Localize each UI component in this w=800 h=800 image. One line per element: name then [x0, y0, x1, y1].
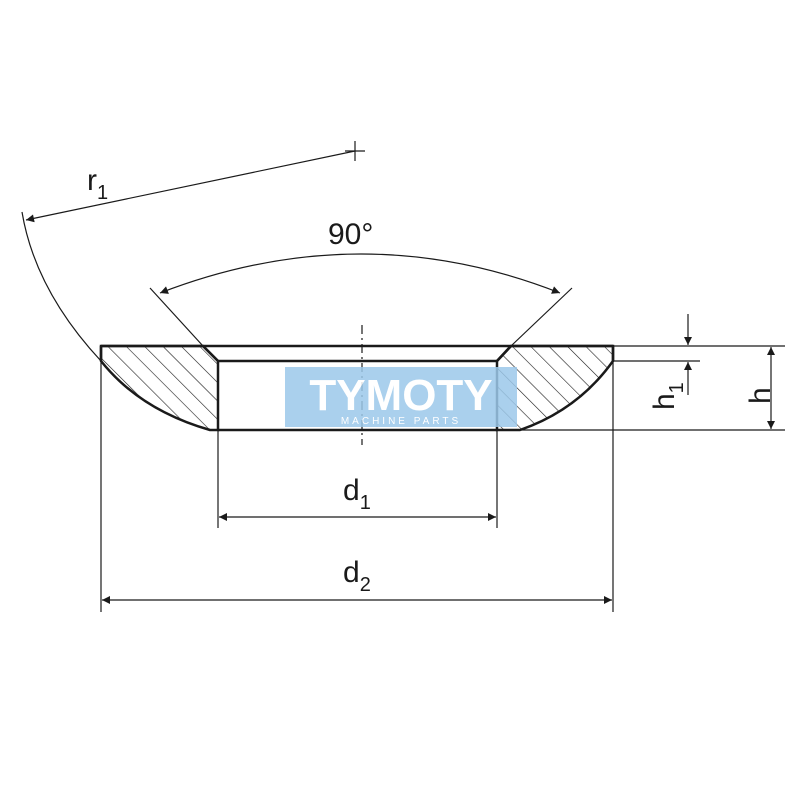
radius-label-sub: 1	[97, 182, 108, 204]
h1-label-sub: 1	[666, 382, 688, 393]
radius-label: r1	[87, 164, 108, 204]
radius-dimension	[21, 141, 365, 362]
d2-label: d2	[343, 556, 371, 596]
d1-label-sub: 1	[360, 492, 371, 514]
watermark-brand: TYMOTY	[309, 371, 492, 420]
left-section-hatch	[99, 344, 220, 432]
d1-label: d1	[343, 474, 371, 514]
d2-dimension	[100, 361, 614, 612]
d2-label-main: d	[343, 556, 360, 589]
washer-outline	[99, 344, 615, 432]
angle-dimension	[149, 253, 573, 347]
h1-label-main: h	[648, 393, 681, 410]
angle-label: 90°	[328, 218, 373, 251]
radius-label-main: r	[87, 164, 97, 197]
h1-label: h1	[648, 382, 688, 410]
h1-dimension	[613, 314, 700, 395]
d1-dimension	[217, 430, 498, 528]
h-label: h	[744, 387, 777, 404]
d2-label-sub: 2	[360, 574, 371, 596]
watermark-tagline: MACHINE PARTS	[341, 416, 461, 427]
watermark: TYMOTY MACHINE PARTS	[285, 367, 517, 427]
watermark-box	[285, 367, 517, 427]
h-dimension	[497, 345, 785, 431]
d1-label-main: d	[343, 474, 360, 507]
